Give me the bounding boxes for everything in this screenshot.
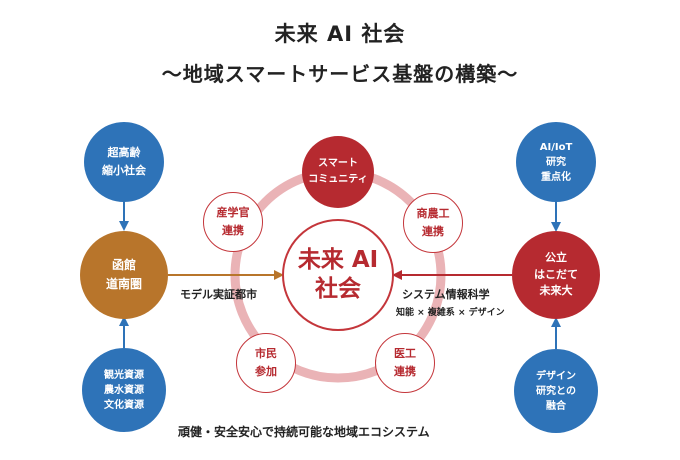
medical-engineering-label: 医工 連携 (394, 347, 416, 378)
node-aging-society: 超高齢 縮小社会 (84, 122, 164, 202)
ai-iot-research-label: AI/IoT 研究 重点化 (539, 141, 573, 183)
model-city-label: モデル実証都市 (180, 288, 257, 301)
node-smart-community: スマート コミュニティ (302, 136, 374, 208)
smart-community-label: スマート コミュニティ (308, 158, 368, 185)
title-line-2: ～地域スマートサービス基盤の構築～ (161, 62, 519, 86)
node-industry-academia: 産学官 連携 (203, 192, 263, 252)
title-line-1: 未来 AI 社会 (274, 22, 406, 46)
system-info-science-label: システム情報科学 (402, 288, 490, 301)
node-medical-engineering: 医工 連携 (375, 333, 435, 393)
citizens-label: 市民 参加 (255, 347, 277, 378)
intelligence-complexity-design-label: 知能 × 複雑系 × デザイン (396, 308, 505, 318)
ecosystem-footer-label: 頑健・安全安心で持続可能な地域エコシステム (178, 425, 430, 439)
node-citizens: 市民 参加 (236, 333, 296, 393)
node-future-university: 公立 はこだて 未来大 (512, 231, 600, 319)
industry-academia-label: 産学官 連携 (216, 206, 250, 237)
hakodate-region-label: 函館 道南圏 (105, 257, 142, 291)
commerce-agriculture-label: 商農工 連携 (416, 207, 450, 238)
node-ai-iot-research: AI/IoT 研究 重点化 (516, 122, 596, 202)
node-hakodate-region: 函館 道南圏 (80, 231, 168, 319)
local-resources-label: 観光資源 農水資源 文化資源 (104, 369, 144, 411)
node-commerce-agriculture: 商農工 連携 (403, 193, 463, 253)
node-local-resources: 観光資源 農水資源 文化資源 (82, 348, 166, 432)
center-label: 未来 AI 社会 (297, 247, 379, 302)
design-research-label: デザイン 研究との 融合 (536, 370, 576, 412)
future-university-label: 公立 はこだて 未来大 (534, 251, 578, 298)
node-design-research: デザイン 研究との 融合 (514, 349, 598, 433)
center-node: 未来 AI 社会 (282, 219, 394, 331)
aging-society-label: 超高齢 縮小社会 (102, 146, 146, 177)
